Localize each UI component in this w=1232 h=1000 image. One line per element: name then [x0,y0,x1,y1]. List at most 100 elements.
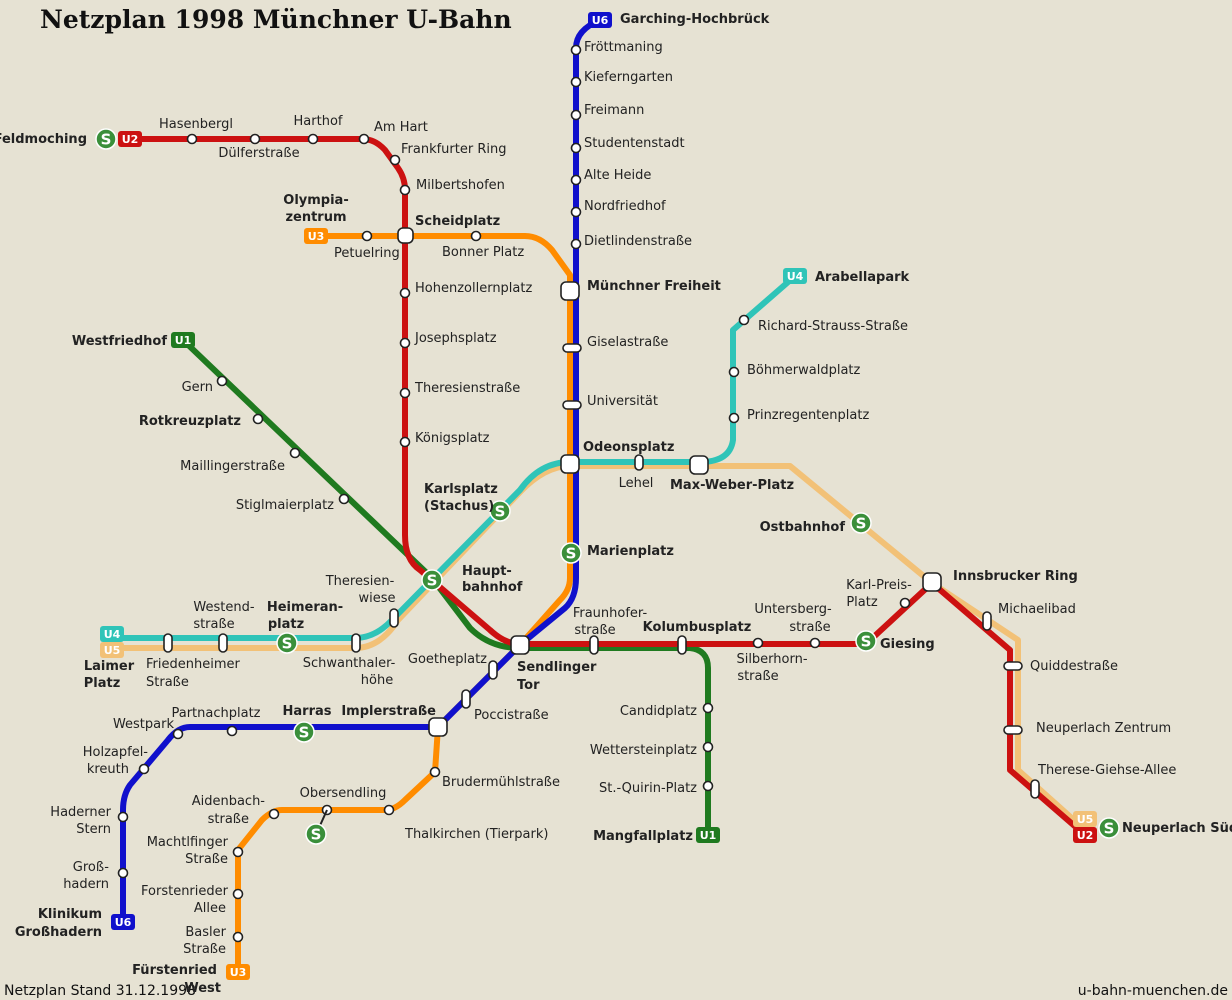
stop-boehmerwaldplatz[interactable] [728,366,740,378]
stop-forstenrieder-allee[interactable] [232,888,244,900]
footer-right[interactable]: u-bahn-muenchen.de [1078,983,1228,999]
stop-gern[interactable] [216,375,228,387]
label-westpark: Westpark [113,717,175,732]
stop-hohenzollernplatz[interactable] [399,287,411,299]
stop-duelferstrasse[interactable] [249,133,261,145]
stop-michaelibad[interactable] [982,611,992,631]
sbahn-harras-icon: S [293,721,315,743]
stop-universitaet[interactable] [562,400,582,410]
stop-lehel[interactable] [634,454,644,471]
stop-maillingerstrasse[interactable] [289,447,301,459]
stop-josephsplatz[interactable] [399,337,411,349]
stop-neuperlach-zentrum[interactable] [1003,725,1023,735]
stop-friedenheimer-strasse[interactable] [163,633,173,653]
stop-muenchner-freiheit[interactable] [560,281,580,301]
stop-partnachplatz[interactable] [226,725,238,737]
stop-poccistrasse[interactable] [461,689,471,709]
stop-machtlfinger-strasse[interactable] [232,846,244,858]
svg-text:U1: U1 [700,829,717,842]
stop-studentenstadt[interactable] [570,142,582,154]
sbahn-feldmoching-icon: S [95,128,117,150]
label-holzapfelkreuth-2: kreuth [87,762,129,777]
label-theresienstrasse: Theresienstraße [414,381,520,396]
stop-prinzregentenplatz[interactable] [728,412,740,424]
stop-quiddestrasse[interactable] [1003,661,1023,671]
stop-alte-heide[interactable] [570,174,582,186]
stop-kolumbusplatz[interactable] [677,635,687,655]
stop-freimann[interactable] [570,109,582,121]
stop-westpark[interactable] [172,728,184,740]
stop-basler-strasse[interactable] [232,931,244,943]
stop-implerstrasse[interactable] [428,717,448,737]
stop-odeonsplatz[interactable] [560,454,580,474]
stop-stiglmaierplatz[interactable] [338,493,350,505]
label-westfriedhof: Westfriedhof [72,334,167,349]
svg-text:U3: U3 [308,230,325,243]
badge-u6-south[interactable]: U6 [111,914,135,930]
stop-scheidplatz[interactable] [397,227,414,244]
stop-giselastrasse[interactable] [562,343,582,353]
label-holzapfelkreuth-1: Holzapfel- [83,745,149,760]
badge-u6-north[interactable]: U6 [588,12,612,28]
stop-sendlinger-tor[interactable] [510,635,530,655]
label-frankfurter-ring: Frankfurter Ring [401,142,506,157]
label-hohenzollernplatz: Hohenzollernplatz [415,281,532,296]
stop-frankfurter-ring[interactable] [389,154,401,166]
stop-grosshadern[interactable] [117,867,129,879]
stop-hasenbergl[interactable] [186,133,198,145]
stop-max-weber-platz[interactable] [689,455,709,475]
stop-holzapfelkreuth[interactable] [138,763,150,775]
label-quiddestrasse: Quiddestraße [1030,659,1118,674]
stop-therese-giehse-allee[interactable] [1030,779,1040,799]
badge-u2-west[interactable]: U2 [118,131,142,147]
label-innsbrucker-ring: Innsbrucker Ring [953,569,1078,584]
stop-brudermuehlstrasse[interactable] [429,766,441,778]
stop-aidenbachstrasse[interactable] [268,808,280,820]
stop-richard-strauss-strasse[interactable] [738,314,750,326]
badge-u1-north[interactable]: U1 [171,332,195,348]
badge-u3-south[interactable]: U3 [226,964,250,980]
label-partnachplatz: Partnachplatz [171,706,260,721]
svg-text:S: S [856,515,867,533]
stop-am-hart[interactable] [358,133,370,145]
stop-candidplatz[interactable] [702,702,714,714]
label-grosshadern-2: hadern [63,877,109,892]
stop-nordfriedhof[interactable] [570,206,582,218]
stop-milbertshofen[interactable] [399,184,411,196]
stop-st-quirin-platz[interactable] [702,780,714,792]
stop-untersbergstrasse[interactable] [809,637,821,649]
label-basler-1: Basler [185,925,226,940]
stop-haderner-stern[interactable] [117,811,129,823]
stop-westendstrasse[interactable] [218,633,228,653]
station-markers [117,44,1040,943]
svg-text:U2: U2 [1077,829,1094,842]
stop-bonner-platz[interactable] [470,230,482,242]
stop-dietlindenstrasse[interactable] [570,238,582,250]
stop-karl-preis-platz[interactable] [899,597,911,609]
label-kolumbusplatz: Kolumbusplatz [643,620,752,635]
stop-thalkirchen[interactable] [383,804,395,816]
badge-u1-south[interactable]: U1 [696,827,720,843]
badge-u5-east[interactable]: U5 [1073,811,1097,827]
stop-koenigsplatz[interactable] [399,436,411,448]
badge-u5-west[interactable]: U5 [100,642,124,658]
stop-kieferngarten[interactable] [570,76,582,88]
badge-u4-west[interactable]: U4 [100,626,124,642]
stop-goetheplatz[interactable] [488,660,498,680]
stop-schwanthalerhoehe[interactable] [351,633,361,653]
badge-u4-east[interactable]: U4 [783,268,807,284]
stop-rotkreuzplatz[interactable] [252,413,264,425]
stop-wettersteinplatz[interactable] [702,741,714,753]
badge-u2-east[interactable]: U2 [1073,827,1097,843]
label-studentenstadt: Studentenstadt [584,136,685,151]
badge-u3-north[interactable]: U3 [304,228,328,244]
stop-theresienstrasse[interactable] [399,387,411,399]
stop-froettmaning[interactable] [570,44,582,56]
stop-fraunhoferstrasse[interactable] [589,635,599,655]
stop-petuelring[interactable] [361,230,373,242]
label-marienplatz: Marienplatz [587,544,674,559]
stop-theresienwiese[interactable] [389,608,399,628]
stop-innsbrucker-ring[interactable] [922,572,942,592]
stop-harthof[interactable] [307,133,319,145]
stop-silberhornstrasse[interactable] [752,637,764,649]
